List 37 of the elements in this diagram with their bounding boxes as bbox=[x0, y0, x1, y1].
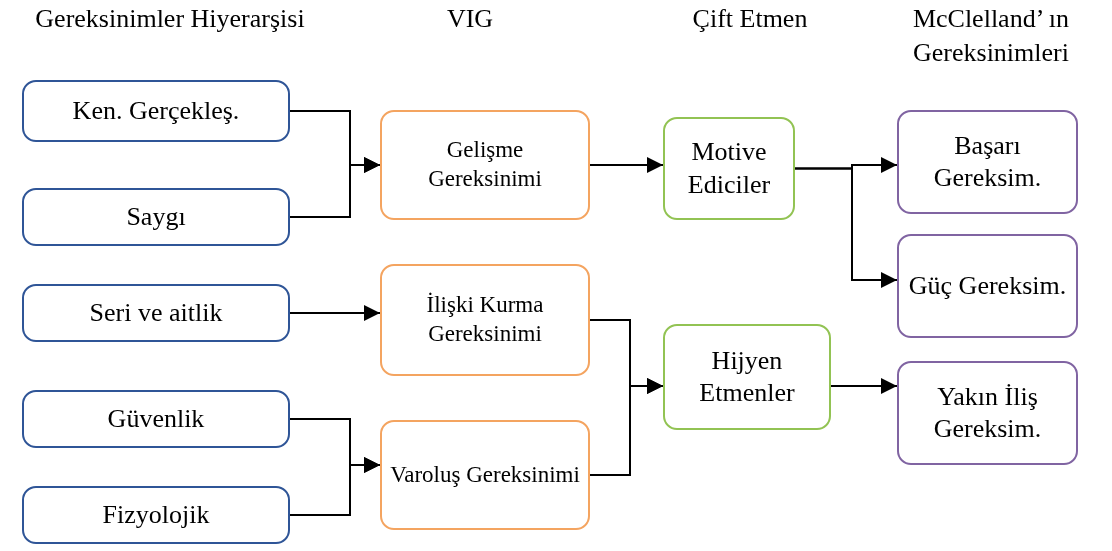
box-label: Gelişme Gereksinimi bbox=[427, 136, 543, 193]
box-label: Seri ve aitlik bbox=[88, 296, 224, 329]
process-box bbox=[663, 324, 831, 430]
column-heading: Çift Etmen bbox=[691, 3, 809, 35]
arrow bbox=[830, 378, 898, 394]
column-heading: McClelland’ ın Gereksinimleri bbox=[911, 3, 1071, 69]
box-label: Motive Ediciler bbox=[686, 136, 772, 201]
process-box bbox=[22, 284, 290, 342]
process-box bbox=[663, 117, 795, 220]
process-box bbox=[897, 361, 1078, 465]
process-box bbox=[897, 234, 1078, 338]
column-heading: Gereksinimler Hiyerarşisi bbox=[34, 3, 306, 35]
box-label: Ken. Gerçekleş. bbox=[71, 94, 241, 127]
arrow bbox=[289, 305, 381, 321]
box-label: Güvenlik bbox=[106, 402, 206, 435]
process-box bbox=[380, 264, 590, 376]
arrow bbox=[589, 378, 664, 476]
arrow bbox=[289, 457, 381, 516]
process-box bbox=[380, 420, 590, 530]
process-box bbox=[22, 188, 290, 246]
box-label: Yakın İliş Gereksim. bbox=[932, 380, 1043, 445]
box-label: Saygı bbox=[125, 200, 187, 233]
process-box bbox=[22, 390, 290, 448]
arrow bbox=[589, 157, 664, 173]
box-label: Fizyolojik bbox=[101, 498, 211, 531]
column-heading: VIG bbox=[445, 3, 495, 35]
arrow bbox=[794, 167, 898, 288]
process-box bbox=[22, 486, 290, 544]
process-box bbox=[22, 80, 290, 142]
box-label: Başarı Gereksim. bbox=[932, 129, 1043, 194]
box-label: Varoluş Gereksinimi bbox=[389, 460, 581, 489]
arrow bbox=[289, 157, 381, 218]
process-box bbox=[380, 110, 590, 220]
box-label: İlişki Kurma Gereksinimi bbox=[425, 291, 545, 348]
box-label: Güç Gereksim. bbox=[907, 269, 1068, 302]
box-label: Hijyen Etmenler bbox=[698, 344, 796, 409]
process-box bbox=[897, 110, 1078, 214]
